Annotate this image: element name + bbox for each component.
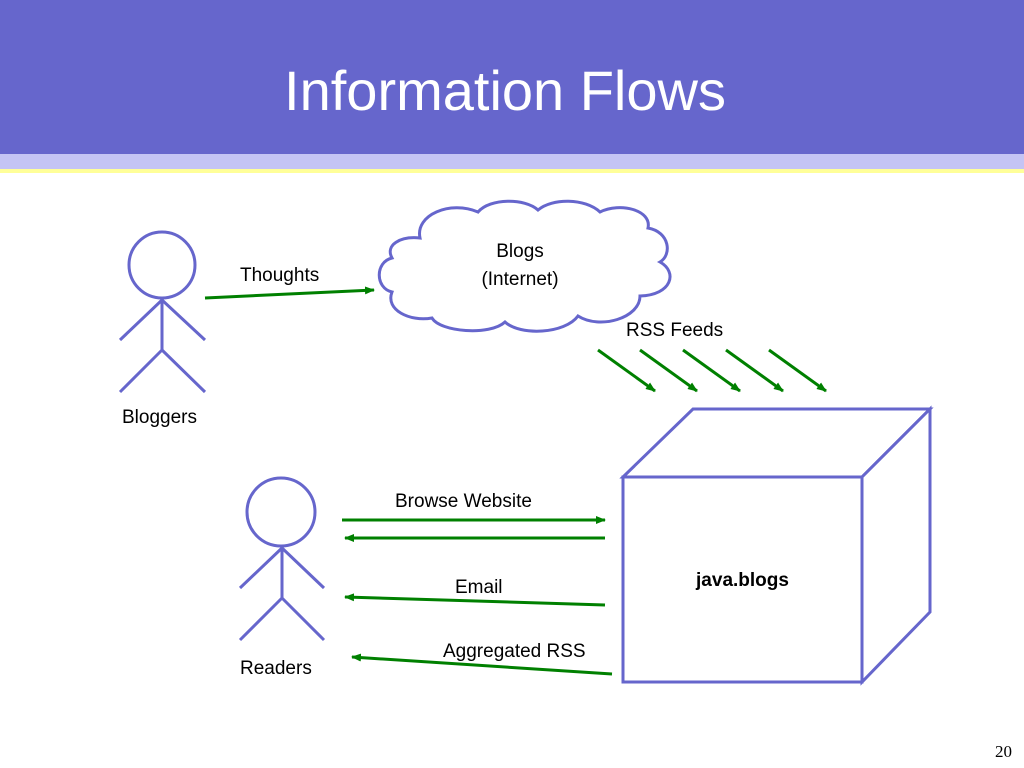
slide-title: Information Flows xyxy=(284,59,726,122)
rss-feed-arrow xyxy=(597,348,656,393)
rss-feed-arrow xyxy=(768,348,827,393)
aggregated-rss-arrow xyxy=(351,653,613,676)
readers-label: Readers xyxy=(240,658,312,679)
browse-website-label: Browse Website xyxy=(395,491,532,512)
page-number: 20 xyxy=(995,742,1012,761)
header-bar xyxy=(0,0,1024,154)
cloud-icon xyxy=(377,199,672,333)
header-band xyxy=(0,154,1024,169)
cloud-label-line2: (Internet) xyxy=(481,269,559,290)
thoughts-label: Thoughts xyxy=(240,265,320,286)
server-label: java.blogs xyxy=(696,570,789,591)
rss-feed-arrow xyxy=(682,348,741,393)
email-label: Email xyxy=(455,577,503,598)
thoughts-arrow xyxy=(204,286,375,300)
bloggers-label: Bloggers xyxy=(122,407,197,428)
email-arrow xyxy=(344,593,606,607)
rss-feed-arrow xyxy=(639,348,698,393)
cloud-label-line1: Blogs xyxy=(496,241,544,262)
server-cube-icon xyxy=(619,405,934,686)
reader-figure-icon xyxy=(238,476,326,642)
header-divider xyxy=(0,169,1024,173)
blogger-figure-icon xyxy=(118,230,207,394)
rss-feeds-label: RSS Feeds xyxy=(626,320,724,341)
aggregated-rss-label: Aggregated RSS xyxy=(443,641,586,662)
rss-feed-arrow xyxy=(725,348,784,393)
